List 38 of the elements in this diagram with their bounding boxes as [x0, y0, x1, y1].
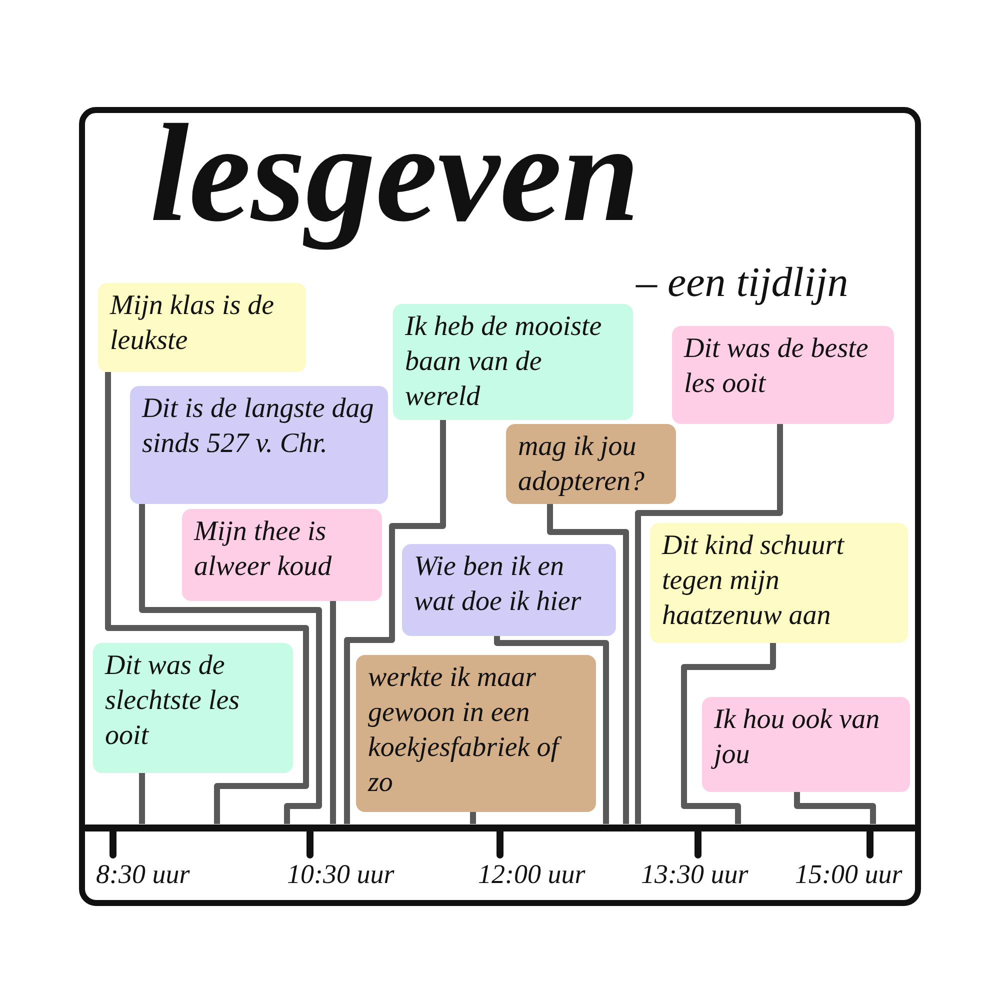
sticky-note	[356, 655, 596, 812]
sticky-note	[650, 523, 908, 643]
leader-line	[139, 504, 322, 824]
leader-line	[794, 792, 876, 824]
time-label: 8:30 uur	[96, 858, 190, 890]
note-text: Ik heb de mooiste baan van de wereld	[405, 310, 603, 414]
sticky-note	[393, 304, 633, 420]
leader-line	[105, 372, 309, 824]
leader-line	[681, 643, 776, 824]
time-label: 10:30 uur	[287, 858, 394, 890]
note-text: Mijn klas is de leukste	[110, 289, 276, 358]
sticky-note	[93, 643, 293, 773]
sticky-note	[98, 283, 306, 372]
note-text: Dit is de langste dag sinds 527 v. Chr.	[142, 392, 375, 461]
time-label: 13:30 uur	[641, 858, 748, 890]
leader-line	[330, 601, 336, 824]
sticky-note	[402, 544, 616, 636]
sticky-note	[130, 386, 388, 504]
sticky-note	[506, 424, 676, 504]
title: lesgeven	[150, 95, 640, 253]
leader-line	[470, 812, 476, 824]
leader-line	[139, 773, 145, 824]
note-text: werkte ik maar gewoon in een koekjesfabriek of zo	[368, 660, 584, 800]
note-text: Dit was de beste les ooit	[684, 332, 870, 401]
leader-line	[635, 424, 783, 824]
sticky-note	[702, 697, 910, 792]
note-text: mag ik jou adopteren?	[518, 430, 646, 499]
note-text: Wie ben ik en wat doe ik hier	[414, 550, 582, 619]
note-text: Dit kind schuurt tegen mijn haatzenuw aan	[662, 529, 846, 633]
time-label: 15:00 uur	[795, 858, 902, 890]
subtitle: – een tijdlijn	[636, 259, 848, 308]
note-text: Dit was de slechtste les ooit	[105, 649, 241, 753]
sticky-note	[672, 326, 894, 424]
leader-line	[494, 636, 609, 824]
time-label: 12:00 uur	[478, 858, 586, 890]
sticky-note	[182, 509, 382, 601]
note-text: Mijn thee is alweer koud	[194, 515, 333, 584]
leader-line	[344, 420, 446, 824]
